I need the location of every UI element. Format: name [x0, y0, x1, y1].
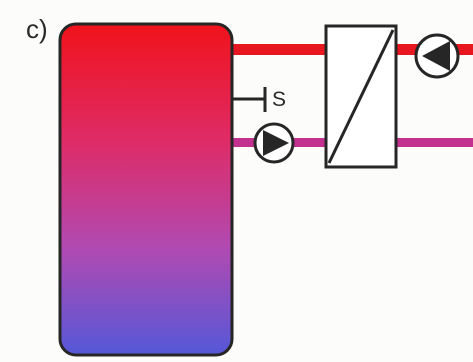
heat-exchanger [324, 24, 398, 169]
pump-secondary [414, 33, 460, 79]
heat-exchanger-diagonal [327, 29, 395, 164]
pump-secondary-arrow-icon [422, 41, 450, 71]
storage-tank [58, 22, 234, 357]
panel-label: c) [26, 14, 48, 44]
pump-primary [253, 122, 295, 164]
sensor-label: S [272, 88, 286, 111]
pump-primary-arrow-icon [263, 130, 289, 156]
temperature-sensor: S [232, 87, 286, 112]
